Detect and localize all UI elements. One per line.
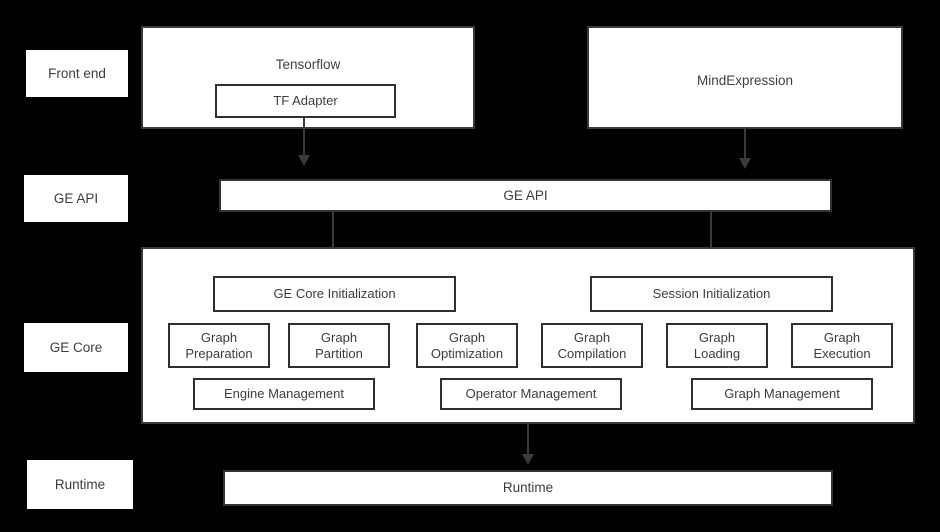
module-graph-compilation[interactable]: Graph Compilation — [541, 323, 643, 368]
ge-core-initialization-box[interactable]: GE Core Initialization — [213, 276, 456, 312]
module-graph-execution[interactable]: Graph Execution — [791, 323, 893, 368]
session-initialization-box[interactable]: Session Initialization — [590, 276, 833, 312]
manager-engine-management[interactable]: Engine Management — [193, 378, 375, 410]
connector-ge-core-to-runtime-line — [527, 424, 529, 457]
frontend-tensorflow-frame[interactable]: Tensorflow TF Adapter — [141, 26, 475, 129]
layer-label-ge-api: GE API — [24, 175, 128, 222]
connector-ge-core-to-runtime-arrowhead — [522, 454, 534, 465]
tf-adapter-box[interactable]: TF Adapter — [215, 84, 396, 118]
frontend-mindexpression-frame[interactable]: MindExpression — [587, 26, 903, 129]
module-graph-optimization[interactable]: Graph Optimization — [416, 323, 518, 368]
tensorflow-title: Tensorflow — [275, 57, 341, 72]
connector-ge-api-to-ge-core-init-line — [332, 212, 334, 254]
mindexpression-title: MindExpression — [696, 73, 794, 88]
module-graph-partition[interactable]: Graph Partition — [288, 323, 390, 368]
manager-operator-management[interactable]: Operator Management — [440, 378, 622, 410]
runtime-bar[interactable]: Runtime — [223, 470, 833, 506]
layer-label-front-end: Front end — [26, 50, 128, 97]
ge-core-frame[interactable]: GE Core Initialization Session Initializ… — [141, 247, 915, 424]
connector-mindexpression-to-ge-api-arrowhead — [739, 158, 751, 169]
module-graph-preparation[interactable]: Graph Preparation — [168, 323, 270, 368]
connector-tf-adapter-to-ge-api-arrowhead — [298, 155, 310, 166]
ge-api-bar[interactable]: GE API — [219, 179, 832, 212]
connector-tf-adapter-to-ge-api-line — [303, 116, 305, 158]
module-graph-loading[interactable]: Graph Loading — [666, 323, 768, 368]
connector-mindexpression-to-ge-api-line — [744, 129, 746, 161]
layer-label-ge-core: GE Core — [24, 323, 128, 372]
manager-graph-management[interactable]: Graph Management — [691, 378, 873, 410]
layer-label-runtime: Runtime — [27, 460, 133, 509]
connector-ge-api-to-session-init-line — [710, 212, 712, 254]
